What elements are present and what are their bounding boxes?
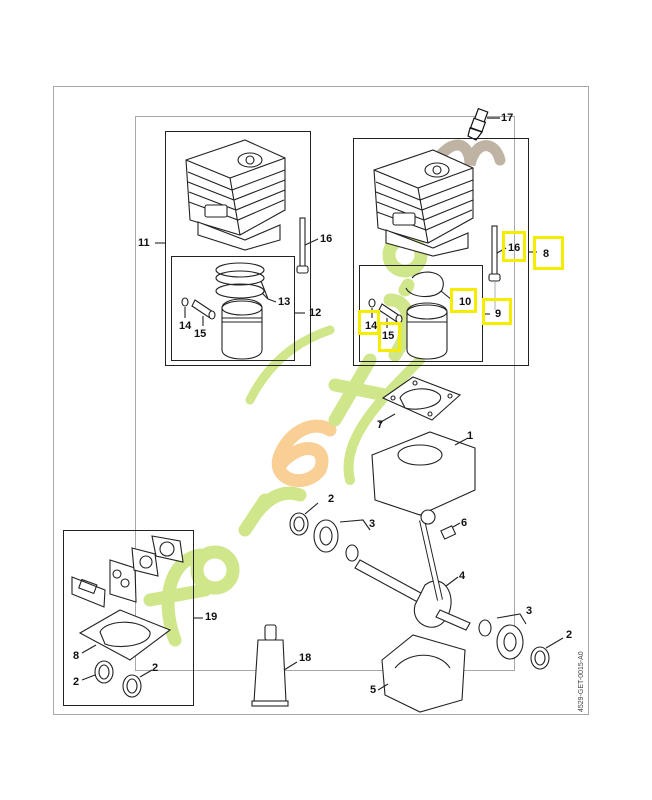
callout-2-right: 2 xyxy=(566,629,573,641)
callout-14-right: 14 xyxy=(365,320,378,332)
callout-16-right: 16 xyxy=(508,242,521,254)
callout-2-upper: 2 xyxy=(328,493,335,505)
callout-2-gasket-b: 2 xyxy=(152,662,159,674)
callout-15-right: 15 xyxy=(382,330,395,342)
callout-1: 1 xyxy=(467,430,474,442)
callout-13: 13 xyxy=(278,296,291,308)
callout-18: 18 xyxy=(299,652,312,664)
callout-9: 9 xyxy=(495,308,502,320)
highlight-9 xyxy=(482,298,512,325)
callout-4: 4 xyxy=(459,570,466,582)
inner-frame xyxy=(135,116,515,671)
drawing-code: 4529-GET-0015-A0 xyxy=(578,651,585,712)
callout-7: 7 xyxy=(377,419,384,431)
callout-10: 10 xyxy=(459,296,472,308)
callout-19: 19 xyxy=(205,611,218,623)
outer-frame xyxy=(53,86,589,715)
callout-8-gasket: 8 xyxy=(73,650,80,662)
group-box-8 xyxy=(353,138,529,366)
callout-16-left: 16 xyxy=(320,233,333,245)
callout-12: 12 xyxy=(309,307,322,319)
callout-2-gasket-a: 2 xyxy=(73,676,80,688)
group-box-11 xyxy=(165,131,311,366)
callout-17: 17 xyxy=(501,112,514,124)
callout-5: 5 xyxy=(370,684,377,696)
callout-3-left: 3 xyxy=(369,518,376,530)
callout-15-left: 15 xyxy=(194,328,207,340)
group-box-12 xyxy=(171,256,295,361)
callout-6: 6 xyxy=(461,517,468,529)
callout-8-right: 8 xyxy=(543,248,550,260)
highlight-15 xyxy=(378,322,401,352)
highlight-8 xyxy=(533,236,564,270)
callout-11: 11 xyxy=(138,237,150,249)
highlight-16-right xyxy=(502,231,526,262)
group-box-19 xyxy=(63,530,194,706)
highlight-10 xyxy=(450,288,477,313)
callout-14-left: 14 xyxy=(179,320,192,332)
callout-3-right: 3 xyxy=(526,605,533,617)
